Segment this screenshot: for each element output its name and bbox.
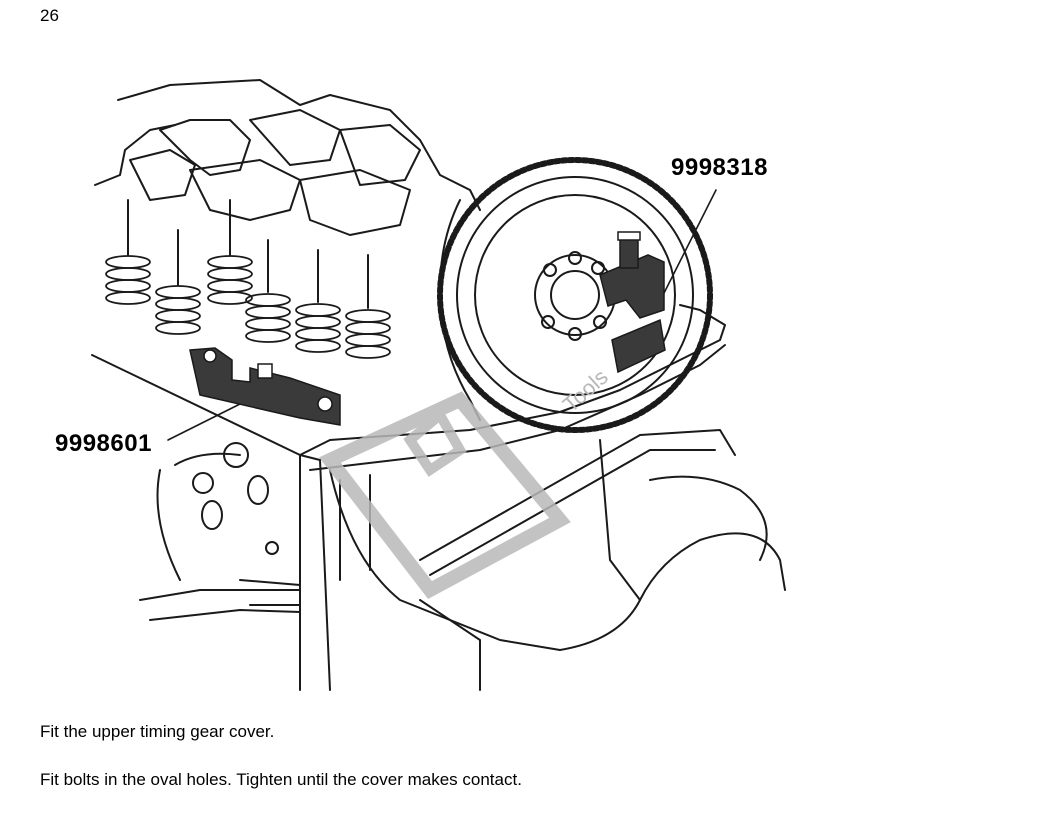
instruction-step-1: Fit the upper timing gear cover.: [40, 722, 275, 741]
leader-9998318: [657, 189, 717, 306]
tool-9998318-bracket: [599, 231, 666, 374]
page-number: 26: [40, 6, 59, 25]
cylinder-head-outline: [117, 79, 481, 211]
engine-timing-illustration: Tools: [91, 79, 786, 691]
part-label-9998318: 9998318: [671, 154, 768, 181]
engine-drawing: [91, 79, 786, 691]
instruction-step-2: Fit bolts in the oval holes. Tighten unt…: [40, 770, 522, 789]
part-label-9998601: 9998601: [55, 430, 152, 457]
watermark-logo: [319, 391, 571, 599]
tool-9998601-bar: [189, 347, 341, 426]
leader-9998601: [167, 403, 241, 441]
valve-springs: [105, 255, 391, 359]
